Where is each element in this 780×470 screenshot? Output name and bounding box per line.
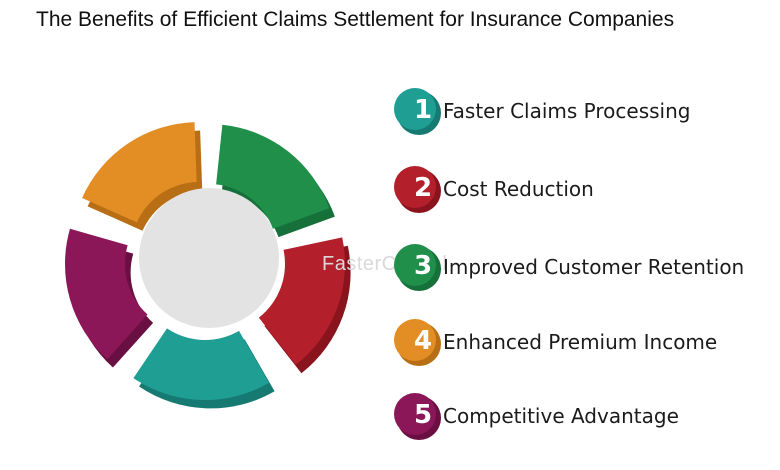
- donut-hub: [139, 188, 279, 328]
- benefit-label-4: Enhanced Premium Income: [443, 330, 718, 354]
- badge-4-number: 4: [413, 326, 433, 356]
- benefit-item-2: 2 Cost Reduction: [392, 164, 594, 214]
- donut-segment-3: [133, 328, 269, 401]
- donut-segment-2: [258, 237, 345, 365]
- badge-2-circle-icon: [394, 166, 441, 213]
- donut-segment-1: [216, 124, 330, 229]
- badge-1: 1: [392, 86, 442, 136]
- page-title: The Benefits of Efficient Claims Settlem…: [36, 8, 675, 31]
- benefit-item-4: 4 Enhanced Premium Income: [392, 317, 717, 367]
- badge-4-circle-icon: [394, 319, 441, 366]
- benefit-label-5: Competitive Advantage: [443, 404, 679, 428]
- benefit-label-2: Cost Reduction: [443, 177, 594, 201]
- badge-5-circle-icon: [394, 393, 441, 440]
- badge-3-number: 3: [413, 251, 433, 281]
- donut-segment-5: [82, 122, 197, 223]
- benefit-label-1: Faster Claims Processing: [443, 99, 691, 123]
- benefit-label-3: Improved Customer Retention: [443, 255, 745, 279]
- badge-1-circle-icon: [394, 88, 441, 135]
- badge-2: 2: [392, 164, 442, 214]
- donut-svg: [65, 122, 351, 409]
- badge-1-number: 1: [413, 95, 433, 125]
- badge-2-number: 2: [413, 173, 433, 203]
- badge-3: 3: [392, 242, 442, 292]
- benefit-item-3: 3 Improved Customer Retention: [392, 242, 744, 292]
- benefit-item-5: 5 Competitive Advantage: [392, 391, 679, 441]
- donut-segment-4: [65, 228, 148, 360]
- benefit-item-1: 1 Faster Claims Processing: [392, 86, 690, 136]
- badge-5-number: 5: [413, 400, 433, 430]
- badge-4: 4: [392, 317, 442, 367]
- badge-5: 5: [392, 391, 442, 441]
- badge-3-circle-icon: [394, 244, 441, 291]
- donut-diagram: [60, 110, 360, 410]
